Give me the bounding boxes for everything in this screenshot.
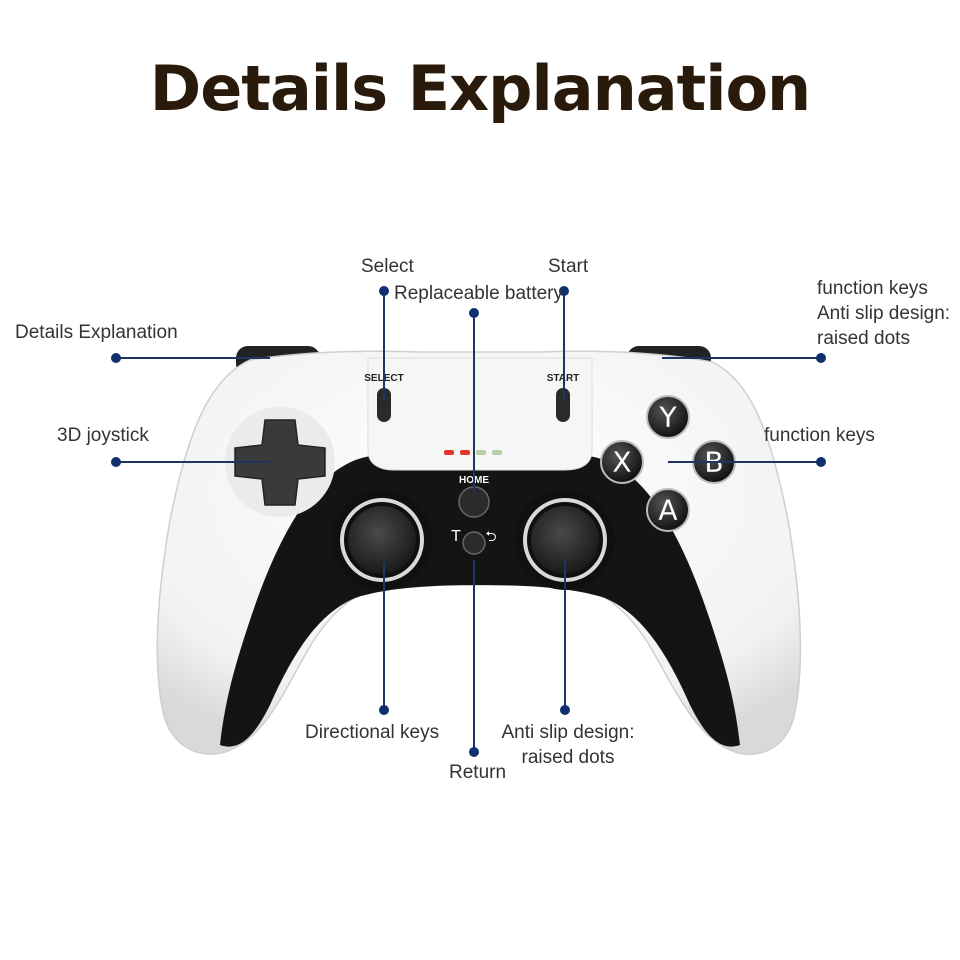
button-y[interactable]: Y bbox=[646, 395, 690, 439]
label-select: Select bbox=[361, 256, 414, 277]
label-anti-slip-line-2: raised dots bbox=[521, 747, 615, 768]
label-anti-slip: Anti slip design: raised dots bbox=[498, 720, 638, 770]
callout-dots bbox=[111, 286, 826, 757]
left-joystick[interactable] bbox=[332, 490, 432, 590]
label-3d-joystick: 3D joystick bbox=[57, 425, 149, 446]
label-start: Start bbox=[548, 256, 589, 277]
label-function-keys: function keys bbox=[764, 425, 875, 446]
return-icon: ⮌ bbox=[485, 529, 496, 545]
label-return: Return bbox=[449, 762, 507, 783]
start-button[interactable] bbox=[556, 388, 570, 422]
button-x[interactable]: X bbox=[600, 440, 644, 484]
page-title: Details Explanation bbox=[149, 52, 811, 125]
label-directional-keys: Directional keys bbox=[305, 722, 440, 743]
return-button[interactable] bbox=[462, 531, 486, 555]
svg-text:A: A bbox=[658, 494, 677, 527]
led-3 bbox=[476, 450, 486, 455]
led-4 bbox=[492, 450, 502, 455]
label-right-bumper-line-1: function keys bbox=[817, 278, 928, 299]
led-1 bbox=[444, 450, 454, 455]
turbo-text: T bbox=[451, 528, 461, 545]
dpad[interactable] bbox=[234, 419, 326, 506]
label-left-bumper: Details Explanation bbox=[15, 322, 178, 343]
select-button[interactable] bbox=[377, 388, 391, 422]
label-anti-slip-line-1: Anti slip design: bbox=[501, 722, 635, 743]
button-a[interactable]: A bbox=[646, 488, 690, 532]
label-right-bumper-line-2: Anti slip design: bbox=[817, 303, 951, 324]
svg-text:X: X bbox=[612, 446, 631, 479]
right-joystick[interactable] bbox=[515, 490, 615, 590]
svg-text:Y: Y bbox=[658, 401, 677, 434]
led-2 bbox=[460, 450, 470, 455]
label-battery: Replaceable battery bbox=[394, 283, 563, 304]
callout-lines bbox=[116, 291, 821, 752]
label-right-bumper-line-3: raised dots bbox=[817, 328, 910, 349]
label-right-bumper: function keys Anti slip design: raised d… bbox=[817, 276, 950, 351]
touchpad[interactable] bbox=[367, 357, 593, 471]
